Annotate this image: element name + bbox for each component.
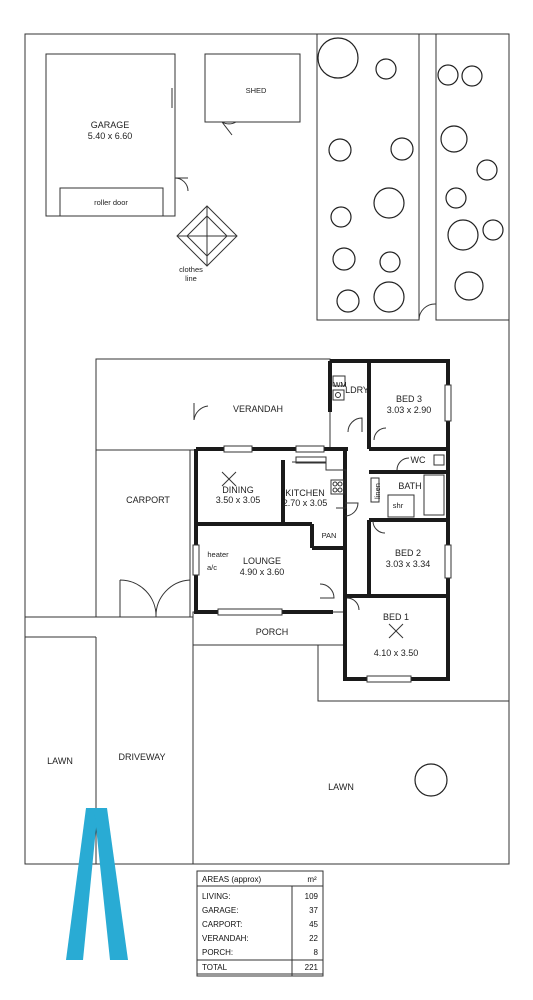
kitchen-label: KITCHEN xyxy=(285,488,325,498)
bed2-label: BED 2 xyxy=(395,548,421,558)
areas-row-name: LIVING: xyxy=(202,892,230,901)
wet-area-fixtures xyxy=(332,375,445,518)
tree-icon xyxy=(328,138,352,162)
lounge-dimensions: 4.90 x 3.60 xyxy=(240,567,285,577)
shed-label: SHED xyxy=(246,86,267,95)
wc-label: WC xyxy=(411,455,426,465)
tree-icon xyxy=(440,125,468,153)
areas-row-value: 37 xyxy=(309,906,318,915)
areas-row-value: 45 xyxy=(309,920,318,929)
areas-total-value: 221 xyxy=(305,963,319,972)
carport-label: CARPORT xyxy=(126,495,170,505)
lawn-right-label: LAWN xyxy=(328,782,354,792)
tree-icon xyxy=(414,763,448,797)
dining-label: DINING xyxy=(222,485,254,495)
kitchen-fixtures xyxy=(292,456,347,509)
areas-title: AREAS (approx) xyxy=(202,875,261,884)
garden-bed-left xyxy=(316,33,420,321)
bed3-dimensions: 3.03 x 2.90 xyxy=(387,405,432,415)
areas-table: AREAS (approx) m² LIVING: 109 GARAGE: 37… xyxy=(196,870,324,977)
carport: CARPORT xyxy=(95,359,191,618)
tree-icon xyxy=(437,64,459,86)
heater-label: heater xyxy=(207,550,229,559)
garage-dimensions: 5.40 x 6.60 xyxy=(88,131,133,141)
garden-bed-right xyxy=(435,33,510,321)
property-boundary xyxy=(24,33,510,865)
clothes-line-label-1: clothes xyxy=(179,265,203,274)
areas-row-value: 22 xyxy=(309,934,318,943)
shed: SHED xyxy=(204,53,301,136)
tree-icon xyxy=(390,137,414,161)
clothes-line-label-2: line xyxy=(185,274,197,283)
tree-icon xyxy=(330,206,352,228)
dining-light-icon xyxy=(221,471,237,487)
tree-icon xyxy=(482,219,504,241)
tree-icon xyxy=(461,65,483,87)
windows xyxy=(192,384,452,683)
doors xyxy=(319,417,410,611)
ldry-label: LDRY xyxy=(345,385,369,395)
bed1-light-icon xyxy=(388,623,404,639)
tree-icon xyxy=(447,219,479,251)
tree-icon xyxy=(332,247,356,271)
lounge-label: LOUNGE xyxy=(243,556,281,566)
areas-row-value: 8 xyxy=(314,948,319,957)
tree-icon xyxy=(373,187,405,219)
areas-row-name: VERANDAH: xyxy=(202,934,249,943)
trees xyxy=(317,37,504,797)
porch-label: PORCH xyxy=(256,627,289,637)
garage-label: GARAGE xyxy=(91,120,130,130)
verandah-label: VERANDAH xyxy=(233,404,283,414)
bed1-label: BED 1 xyxy=(383,612,409,622)
dining-dimensions: 3.50 x 3.05 xyxy=(216,495,261,505)
blue-a-logo-icon xyxy=(66,808,128,960)
pantry-label: PAN xyxy=(322,531,337,540)
areas-row-name: PORCH: xyxy=(202,948,233,957)
tree-icon xyxy=(375,58,397,80)
roller-door-label: roller door xyxy=(94,198,128,207)
areas-row-name: CARPORT: xyxy=(202,920,242,929)
tree-icon xyxy=(454,271,484,301)
tree-icon xyxy=(445,187,467,209)
garage: GARAGE 5.40 x 6.60 roller door xyxy=(45,53,189,217)
shr-label: shr xyxy=(393,501,404,510)
areas-total-name: TOTAL xyxy=(202,963,228,972)
areas-row-value: 109 xyxy=(305,892,319,901)
bath-label: BATH xyxy=(398,481,421,491)
clothes-line: clothes line xyxy=(176,205,238,283)
areas-unit: m² xyxy=(307,875,317,884)
linen-label: linen xyxy=(373,483,382,499)
lawn-left-label: LAWN xyxy=(47,756,73,766)
ac-label: a/c xyxy=(207,563,217,572)
tree-icon xyxy=(336,289,360,313)
tree-icon xyxy=(373,281,405,313)
tree-icon xyxy=(317,37,359,79)
bed3-label: BED 3 xyxy=(396,394,422,404)
kitchen-dimensions: 2.70 x 3.05 xyxy=(283,498,328,508)
tree-icon xyxy=(476,159,498,181)
driveway-label: DRIVEWAY xyxy=(118,752,165,762)
verandah xyxy=(95,358,331,451)
areas-row-name: GARAGE: xyxy=(202,906,238,915)
wm-label: WM xyxy=(333,380,346,389)
tree-icon xyxy=(379,251,401,273)
bed1-dimensions: 4.10 x 3.50 xyxy=(374,648,419,658)
bed2-dimensions: 3.03 x 3.34 xyxy=(386,559,431,569)
